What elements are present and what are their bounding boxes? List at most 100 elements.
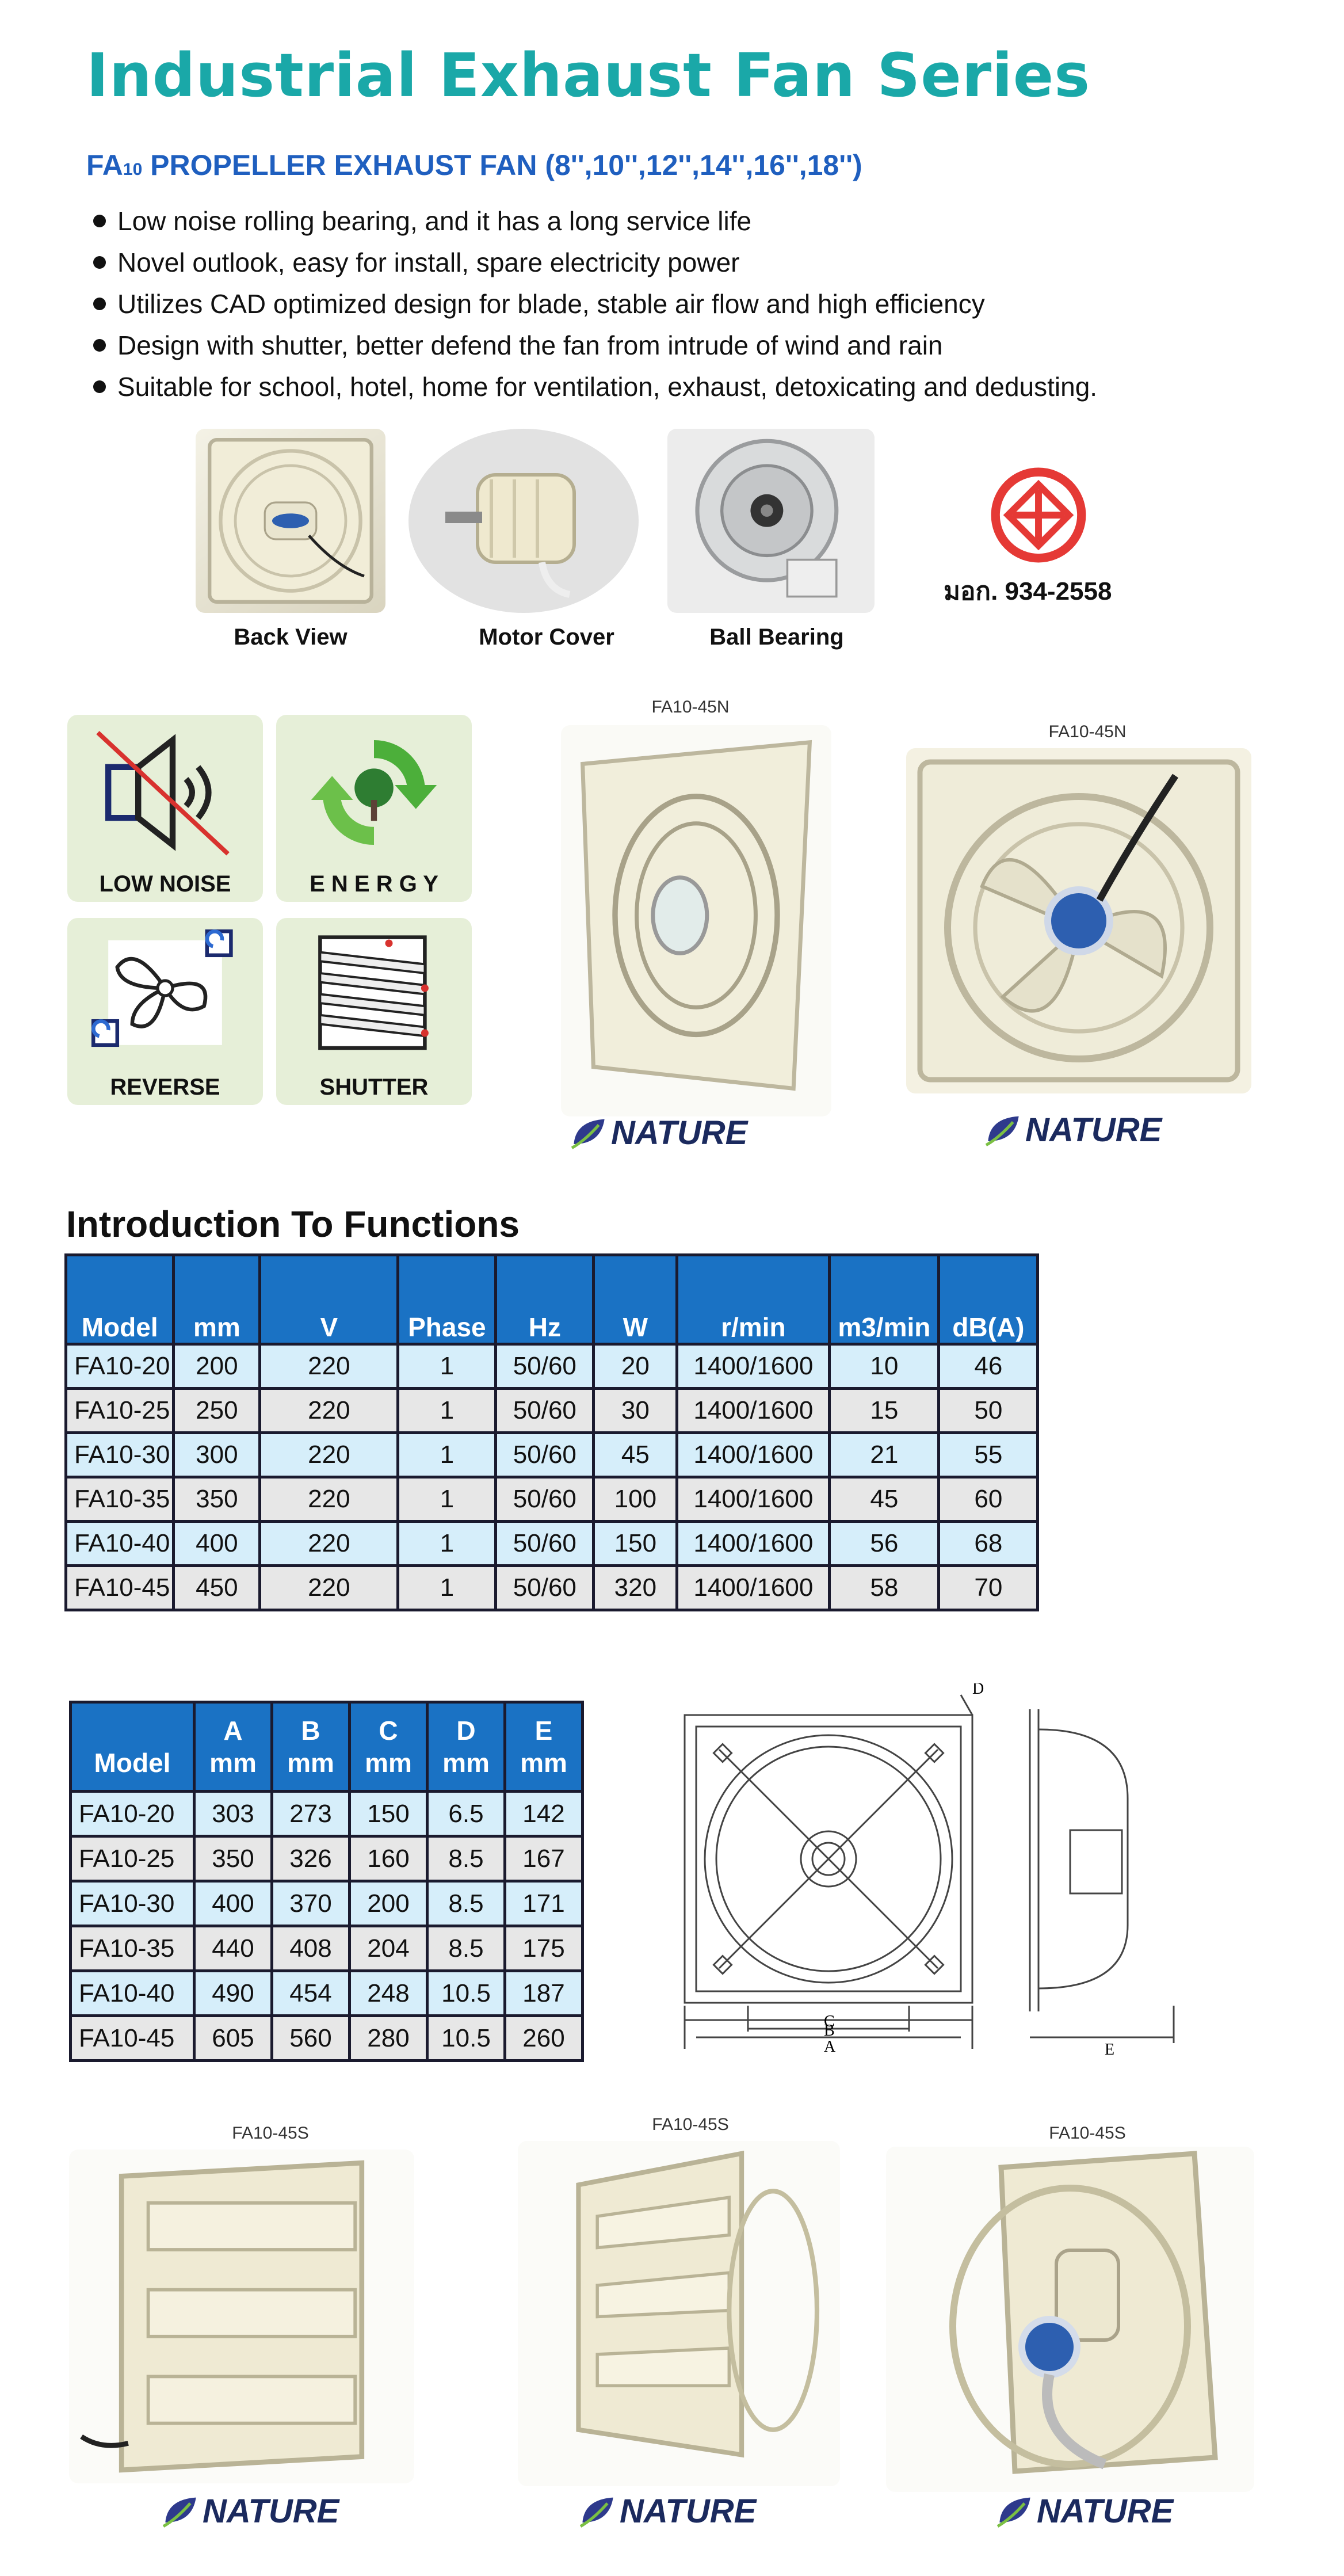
feature-item: Design with shutter, better defend the f… <box>92 325 1097 366</box>
col-header-bottom: mm <box>520 1748 567 1778</box>
leaf-logo-icon <box>571 1119 605 1149</box>
col-header: m3/min <box>828 1253 941 1346</box>
functions-title: Introduction To Functions <box>66 1203 520 1245</box>
table-cell: 175 <box>503 1925 584 1972</box>
table-row: FA10-40 490 454 248 10.5 187 <box>69 1969 584 2017</box>
table-cell: 605 <box>193 2014 273 2062</box>
motor-icon <box>445 473 576 598</box>
brand-name: NATURE <box>1037 2493 1174 2530</box>
table-cell: 220 <box>258 1564 400 1611</box>
feature-item: Low noise rolling bearing, and it has a … <box>92 200 1097 242</box>
table-cell: 200 <box>172 1343 262 1390</box>
col-header: r/min <box>675 1253 831 1346</box>
table-cell: 50 <box>937 1387 1040 1434</box>
table-cell: FA10-25 <box>69 1835 196 1883</box>
table-cell: 1 <box>396 1387 498 1434</box>
table-cell: 15 <box>828 1387 941 1434</box>
certification-mark-icon <box>991 467 1086 563</box>
product-model-label: FA10-45S <box>652 2115 729 2134</box>
ball-bearing-photo <box>667 429 875 613</box>
table-cell: 220 <box>258 1520 400 1567</box>
fan-45s-angled-photo <box>518 2141 840 2486</box>
table-cell: 1400/1600 <box>675 1387 831 1434</box>
table-cell: 300 <box>172 1431 262 1478</box>
feature-item: Novel outlook, easy for install, spare e… <box>92 242 1097 283</box>
col-header: Hz <box>494 1253 595 1346</box>
table-cell: 303 <box>193 1790 273 1838</box>
leaf-logo-icon <box>162 2497 196 2528</box>
feature-item: Suitable for school, hotel, home for ven… <box>92 366 1097 407</box>
leaf-logo-icon <box>985 1116 1019 1146</box>
subtitle-rest: PROPELLER EXHAUST FAN (8'',10'',12'',14'… <box>142 149 862 181</box>
table-cell: 171 <box>503 1880 584 1927</box>
table-cell: 220 <box>258 1387 400 1434</box>
table-cell: 320 <box>592 1564 679 1611</box>
table-cell: 150 <box>348 1790 429 1838</box>
col-header-top: E <box>534 1716 553 1746</box>
table-row: FA10-30 400 370 200 8.5 171 <box>69 1880 584 1927</box>
energy-cycle-icon <box>311 740 437 845</box>
table-cell: 21 <box>828 1431 941 1478</box>
table-cell: 50/60 <box>494 1343 595 1390</box>
table-cell: 100 <box>592 1476 679 1523</box>
table-cell: 250 <box>172 1387 262 1434</box>
drawing-label-a: A <box>824 2038 836 2056</box>
technical-drawing: D C B A E <box>684 1683 1175 2059</box>
table-cell: FA10-40 <box>69 1969 196 2017</box>
table-cell: 167 <box>503 1835 584 1883</box>
table-row: FA10-35 350 220 1 50/60 100 1400/1600 45… <box>64 1476 1040 1523</box>
drawing-label-d: D <box>972 1683 984 1698</box>
fan-blade-reverse-icon <box>91 929 233 1047</box>
col-header-top: C <box>379 1716 398 1746</box>
table-cell: 10.5 <box>426 1969 506 2017</box>
table-cell: 200 <box>348 1880 429 1927</box>
tile-energy: E N E R G Y <box>276 715 472 902</box>
table-cell: 220 <box>258 1476 400 1523</box>
feature-list: Low noise rolling bearing, and it has a … <box>92 200 1097 407</box>
table-cell: 8.5 <box>426 1880 506 1927</box>
table-cell: FA10-20 <box>64 1343 175 1390</box>
fan-45n-angled-photo <box>561 725 831 1116</box>
col-header-bottom: mm <box>209 1748 257 1778</box>
table-cell: 408 <box>270 1925 351 1972</box>
subtitle-subscript: 10 <box>123 160 143 179</box>
shutter-front-icon <box>80 2160 365 2473</box>
table-cell: 58 <box>828 1564 941 1611</box>
brand-logo: NATURE <box>578 2492 756 2531</box>
col-header-bottom: mm <box>365 1748 412 1778</box>
table-cell: 46 <box>937 1343 1040 1390</box>
table-cell: 10 <box>828 1343 941 1390</box>
table-cell: 1 <box>396 1564 498 1611</box>
back-view-caption: Back View <box>234 624 348 650</box>
table-cell: 1 <box>396 1476 498 1523</box>
certification-text: มอก. 934-2558 <box>944 577 1112 605</box>
table-cell: 400 <box>172 1520 262 1567</box>
table-cell: FA10-40 <box>64 1520 175 1567</box>
table-cell: 248 <box>348 1969 429 2017</box>
table-cell: 60 <box>937 1476 1040 1523</box>
table-cell: 20 <box>592 1343 679 1390</box>
table-cell: 6.5 <box>426 1790 506 1838</box>
table-cell: 1 <box>396 1431 498 1478</box>
col-header-top: B <box>301 1716 320 1746</box>
tile-shutter: SHUTTER <box>276 918 472 1105</box>
product-model-label: FA10-45N <box>1048 722 1127 741</box>
col-header-bottom: mm <box>442 1748 490 1778</box>
table-cell: 187 <box>503 1969 584 2017</box>
table-cell: FA10-25 <box>64 1387 175 1434</box>
col-header: Model <box>69 1701 196 1793</box>
leaf-logo-icon <box>579 2497 613 2528</box>
table-cell: 440 <box>193 1925 273 1972</box>
table-cell: 370 <box>270 1880 351 1927</box>
table-row: FA10-25 350 326 160 8.5 167 <box>69 1835 584 1883</box>
table-cell: 70 <box>937 1564 1040 1611</box>
fan-45s-front-photo <box>69 2150 414 2483</box>
col-header-bottom: mm <box>287 1748 334 1778</box>
motor-cover-photo <box>408 429 639 613</box>
table-cell: 280 <box>348 2014 429 2062</box>
col-header: mm <box>172 1253 262 1346</box>
tile-label-low-noise: LOW NOISE <box>99 871 231 897</box>
